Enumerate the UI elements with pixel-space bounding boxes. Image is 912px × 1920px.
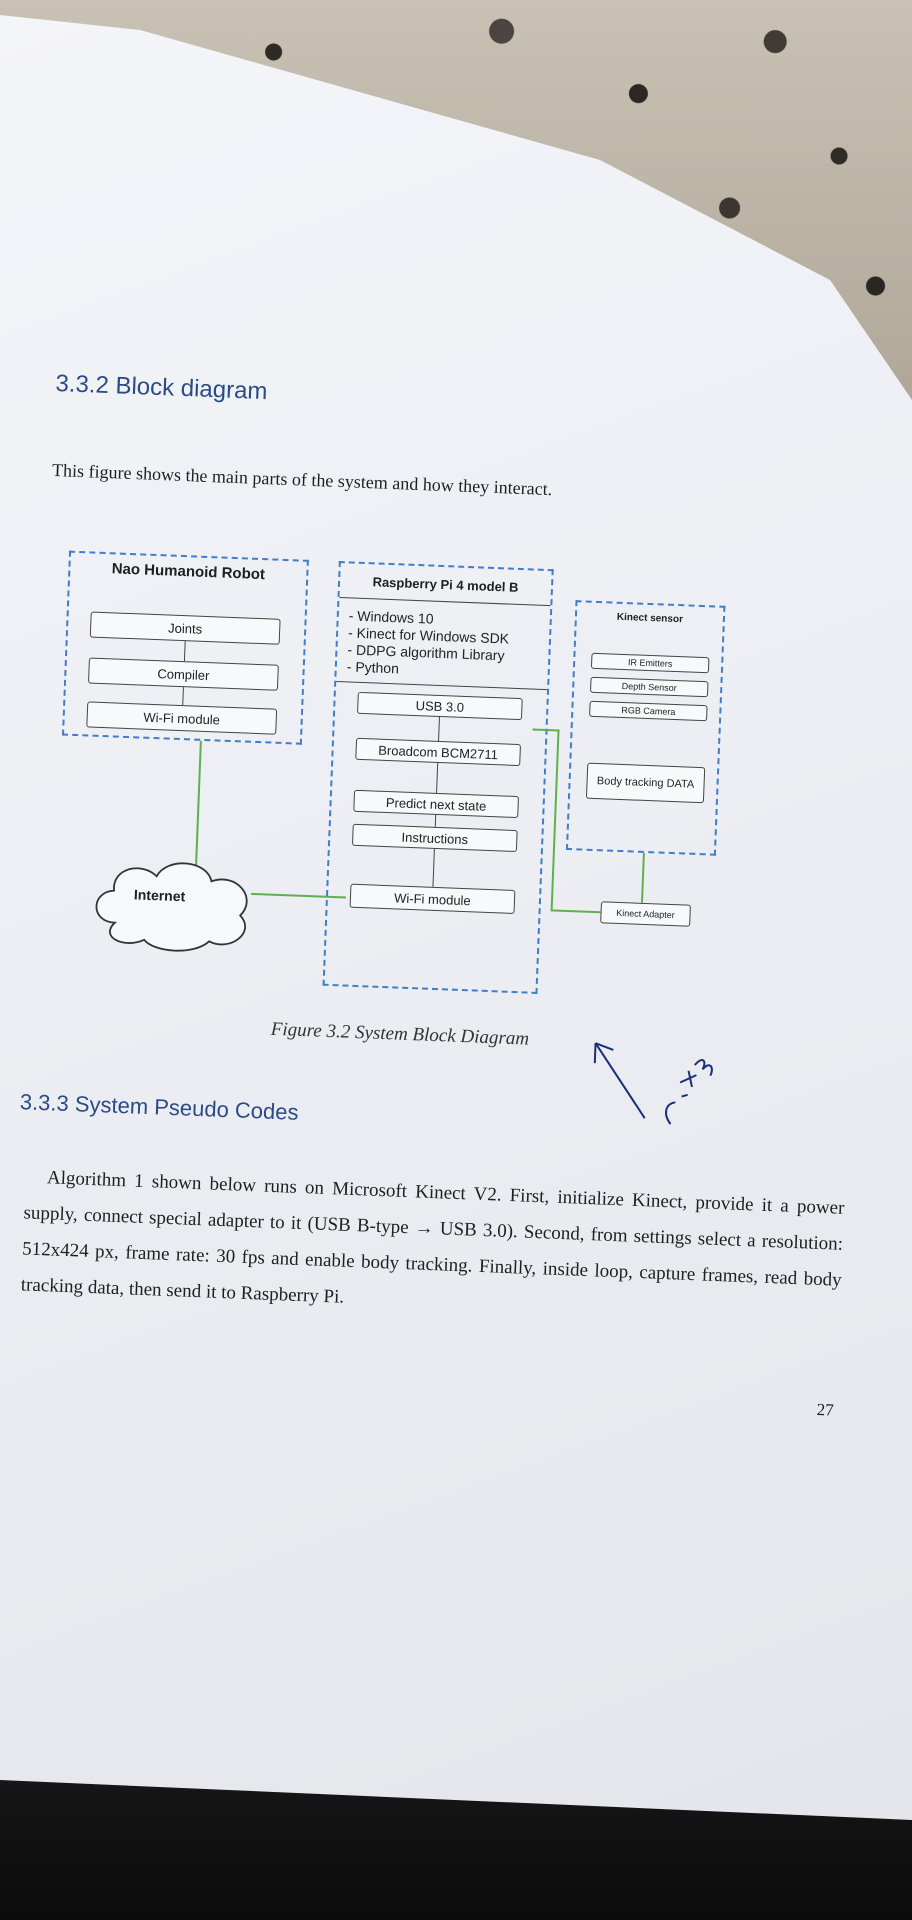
intro-text: This figure shows the main parts of the … — [51, 459, 553, 500]
arrow-compiler-joints — [183, 641, 186, 662]
box-predict: Predict next state — [353, 789, 519, 819]
group-kinect: Kinect sensor IR Emitters Depth Sensor R… — [565, 600, 726, 856]
block-diagram: Nao Humanoid Robot Joints Compiler Wi-Fi… — [52, 550, 788, 1018]
arrow-wifi-compiler — [182, 687, 184, 706]
page-number: 27 — [816, 1399, 835, 1420]
box-nao-wifi: Wi-Fi module — [86, 701, 278, 735]
paragraph-pseudo-codes: Algorithm 1 shown below runs on Microsof… — [20, 1167, 845, 1308]
box-rgb-camera: RGB Camera — [589, 700, 708, 722]
figure-caption: Figure 3.2 System Block Diagram — [270, 1018, 530, 1050]
kinect-title: Kinect sensor — [616, 611, 684, 626]
arrow-broadcom-predict — [436, 762, 439, 793]
box-rpi-wifi: Wi-Fi module — [349, 883, 516, 915]
box-joints: Joints — [89, 611, 281, 645]
link-kinect-adapter — [640, 852, 645, 903]
rpi-software-list: - Windows 10 - Kinect for Windows SDK - … — [346, 607, 510, 681]
box-ir-emitters: IR Emitters — [590, 652, 710, 674]
internet-cloud-icon — [95, 862, 248, 952]
page-content: 3.3.2 Block diagram This figure shows th… — [15, 370, 906, 1482]
rpi-software-divider — [336, 680, 548, 691]
section-heading-pseudo-codes: 3.3.3 System Pseudo Codes — [19, 1089, 299, 1125]
group-nao-robot: Nao Humanoid Robot Joints Compiler Wi-Fi… — [61, 550, 309, 745]
link-usb-adapter-v — [550, 729, 560, 910]
internet-label: Internet — [133, 886, 186, 905]
link-usb-adapter-bottom — [550, 909, 601, 914]
box-broadcom: Broadcom BCM2711 — [355, 737, 521, 767]
link-nao-internet — [194, 740, 202, 871]
box-body-tracking: Body tracking DATA — [585, 762, 706, 804]
nao-title: Nao Humanoid Robot — [111, 560, 266, 584]
box-instructions: Instructions — [351, 823, 518, 853]
rpi-title: Raspberry Pi 4 model B — [372, 574, 519, 595]
arrow-usb-broadcom — [438, 716, 440, 741]
arrow-instructions-wifi — [432, 848, 435, 887]
box-compiler: Compiler — [87, 657, 279, 691]
box-depth-sensor: Depth Sensor — [590, 676, 709, 698]
box-usb: USB 3.0 — [357, 691, 523, 721]
group-raspberry-pi: Raspberry Pi 4 model B - Windows 10 - Ki… — [322, 560, 554, 994]
rpi-title-divider — [339, 597, 551, 607]
arrow-predict-instructions — [434, 814, 437, 827]
section-heading-block-diagram: 3.3.2 Block diagram — [54, 370, 268, 406]
handwritten-note-icon — [593, 1042, 713, 1125]
box-kinect-adapter: Kinect Adapter — [600, 901, 691, 927]
